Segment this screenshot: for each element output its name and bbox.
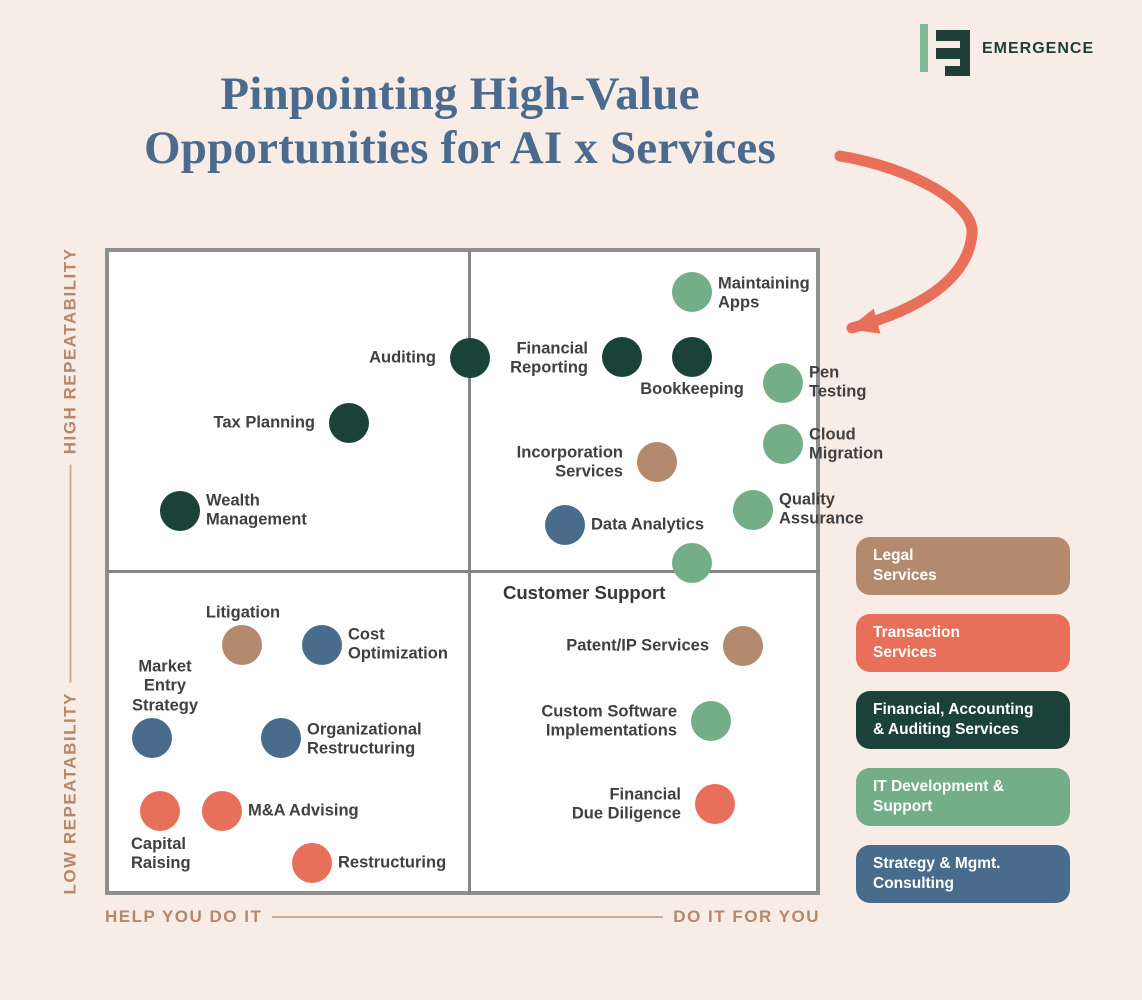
chart-point-patent-ip-services bbox=[723, 626, 763, 666]
chart-point-tax-planning bbox=[329, 403, 369, 443]
chart-point-organizational-restructuring bbox=[261, 718, 301, 758]
chart-point-auditing bbox=[450, 338, 490, 378]
x-axis-label-left: HELP YOU DO IT bbox=[105, 907, 263, 926]
logo: EMERGENCE bbox=[918, 22, 1094, 76]
chart-point-financial-due-diligence bbox=[695, 784, 735, 824]
legend-pill-label: Support bbox=[873, 798, 933, 815]
chart-point-financial-reporting bbox=[602, 337, 642, 377]
chart-point-label-tax-planning: Tax Planning bbox=[213, 413, 315, 432]
page-title: Pinpointing High-Value Opportunities for… bbox=[40, 68, 880, 175]
chart-point-label-data-analytics: Data Analytics bbox=[591, 515, 705, 534]
horizontal-divider-line bbox=[107, 570, 820, 573]
x-axis-label-right: DO IT FOR YOU bbox=[673, 907, 820, 926]
chart-point-data-analytics bbox=[545, 505, 585, 545]
logo-brand-text: EMERGENCE bbox=[982, 40, 1095, 57]
legend-pill-it: IT Development & Support bbox=[856, 768, 1070, 826]
y-axis: LOW REPEATABILITY HIGH REPEATABILITY bbox=[58, 248, 84, 895]
chart-point-label-patent-ip-services: Patent/IP Services bbox=[566, 636, 709, 655]
legend-pill-label: Strategy & Mgmt. bbox=[873, 855, 1001, 873]
y-axis-label-high: HIGH REPEATABILITY bbox=[60, 247, 80, 455]
chart-point-wealth-management bbox=[160, 491, 200, 531]
legend-pill-label: IT Development & bbox=[873, 778, 1004, 796]
chart-point-custom-software-implementations bbox=[691, 701, 731, 741]
chart-point-cost-optimization bbox=[302, 625, 342, 665]
chart-point-litigation bbox=[222, 625, 262, 665]
x-axis-line bbox=[272, 916, 664, 918]
chart-point-m-a-advising bbox=[202, 791, 242, 831]
legend-pill-label: Transaction bbox=[873, 624, 960, 642]
legend-pill-financial: Financial, Accounting & Auditing Services bbox=[856, 691, 1070, 749]
chart-point-label-restructuring: Restructuring bbox=[338, 853, 447, 872]
chart-point-incorporation-services bbox=[637, 442, 677, 482]
legend-pill-strategy: Strategy & Mgmt. Consulting bbox=[856, 845, 1070, 903]
legend-pill-label: Legal bbox=[873, 547, 914, 565]
chart-point-bookkeeping bbox=[672, 337, 712, 377]
x-axis: HELP YOU DO IT DO IT FOR YOU bbox=[105, 904, 820, 930]
chart-point-label-auditing: Auditing bbox=[369, 348, 436, 367]
chart-point-market-entry-strategy bbox=[132, 718, 172, 758]
chart-point-maintaining-apps bbox=[672, 272, 712, 312]
legend-pill-label: Financial, Accounting bbox=[873, 701, 1034, 719]
logo-mark-icon bbox=[918, 22, 970, 76]
legend-pill-label: Services bbox=[873, 644, 937, 661]
legend-pill-label: Services bbox=[873, 567, 937, 584]
chart-point-restructuring bbox=[292, 843, 332, 883]
legend-pill-label: Consulting bbox=[873, 875, 954, 892]
page-title-line1: Pinpointing High-Value bbox=[220, 68, 700, 120]
chart-point-label-customer-support: Customer Support bbox=[503, 582, 666, 603]
y-axis-label-low: LOW REPEATABILITY bbox=[60, 692, 80, 895]
chart-point-customer-support bbox=[672, 543, 712, 583]
chart-point-capital-raising bbox=[140, 791, 180, 831]
title-arrow-icon bbox=[818, 142, 998, 352]
page-title-line2: Opportunities for AI x Services bbox=[144, 121, 776, 174]
chart-point-quality-assurance bbox=[733, 490, 773, 530]
y-axis-line bbox=[69, 464, 72, 683]
chart-point-label-litigation: Litigation bbox=[205, 603, 281, 622]
chart-point-label-bookkeeping: Bookkeeping bbox=[640, 380, 744, 398]
chart-point-label-m-a-advising: M&A Advising bbox=[248, 801, 359, 820]
legend-pill-label: & Auditing Services bbox=[873, 721, 1019, 738]
chart-point-cloud-migration bbox=[763, 424, 803, 464]
chart-point-pen-testing bbox=[763, 363, 803, 403]
